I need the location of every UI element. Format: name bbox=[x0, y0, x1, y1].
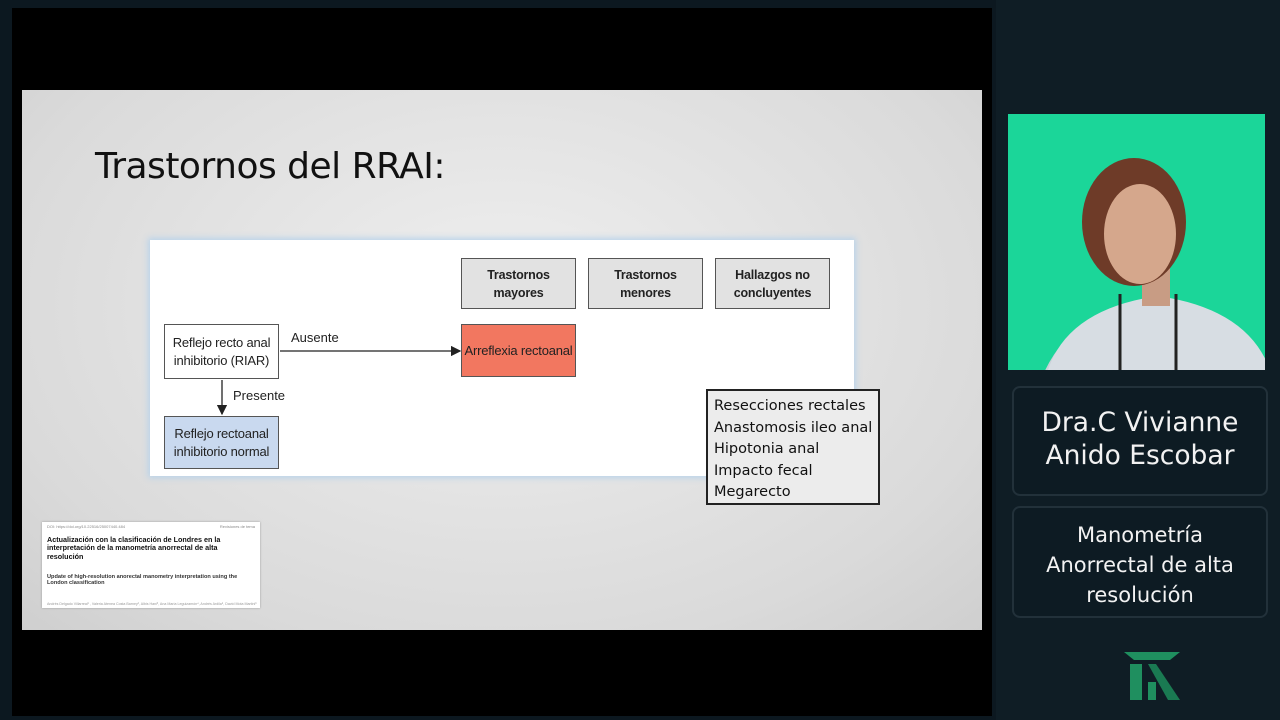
present-label: Presente bbox=[233, 388, 286, 403]
presenter-avatar bbox=[1045, 158, 1265, 370]
category-label: Trastornos menores bbox=[614, 267, 677, 300]
reference-paper-thumbnail: DOI: https://doi.org/10.22516/25007440.4… bbox=[42, 522, 260, 608]
category-label: Trastornos mayores bbox=[487, 267, 550, 300]
presentation-topic-panel: Manometría Anorrectal de alta resolución bbox=[1012, 506, 1268, 618]
paper-section: Revisiones de tema bbox=[219, 524, 255, 529]
callout-line: Megarecto bbox=[714, 484, 791, 500]
paper-title-en: Update of high-resolution anorectal mano… bbox=[47, 574, 238, 587]
conditions-callout: Resecciones rectales Anastomosis ileo an… bbox=[706, 389, 880, 505]
presentation-topic: Manometría Anorrectal de alta resolución bbox=[1046, 523, 1234, 607]
category-label: Hallazgos no concluyentes bbox=[733, 267, 812, 300]
callout-line: Hipotonia anal bbox=[714, 441, 820, 457]
category-hallazgos-no-concluyentes: Hallazgos no concluyentes bbox=[715, 258, 830, 309]
slide-title: Trastornos del RRAI: bbox=[95, 146, 446, 187]
category-trastornos-menores: Trastornos menores bbox=[588, 258, 703, 309]
presenter-sidebar: Dra.C Vivianne Anido Escobar Manometría … bbox=[996, 0, 1280, 720]
callout-line: Impacto fecal bbox=[714, 462, 813, 479]
callout-line: Anastomosis ileo anal bbox=[714, 419, 873, 436]
flow-diagram: Trastornos mayores Trastornos menores Ha… bbox=[150, 240, 854, 476]
present-result-node: Reflejo rectoanal inhibitorio normal bbox=[164, 416, 279, 469]
paper-title-es: Actualización con la clasificación de Lo… bbox=[47, 535, 221, 561]
paper-doi: DOI: https://doi.org/10.22516/25007440.4… bbox=[47, 524, 126, 529]
category-trastornos-mayores: Trastornos mayores bbox=[461, 258, 576, 309]
start-node-riar: Reflejo recto anal inhibitorio (RIAR) bbox=[164, 324, 279, 379]
callout-line: Resecciones rectales bbox=[714, 398, 866, 414]
institution-logo-icon bbox=[1124, 652, 1180, 700]
presenter-webcam bbox=[1008, 114, 1265, 370]
absent-label: Ausente bbox=[291, 330, 339, 345]
absent-result-node: Arreflexia rectoanal bbox=[461, 324, 576, 377]
absent-result-label: Arreflexia rectoanal bbox=[464, 342, 573, 358]
present-result-label: Reflejo rectoanal inhibitorio normal bbox=[173, 425, 270, 459]
paper-authors: Andrés Delgado Villarreal¹ , Valeria Ate… bbox=[47, 602, 257, 606]
start-node-label: Reflejo recto anal inhibitorio (RIAR) bbox=[172, 334, 271, 368]
presenter-name-panel: Dra.C Vivianne Anido Escobar bbox=[1012, 386, 1268, 496]
presenter-name: Dra.C Vivianne Anido Escobar bbox=[1041, 407, 1239, 471]
diagram-connectors bbox=[216, 345, 462, 416]
presentation-slide: Trastornos del RRAI: Trastornos mayores … bbox=[22, 90, 982, 630]
